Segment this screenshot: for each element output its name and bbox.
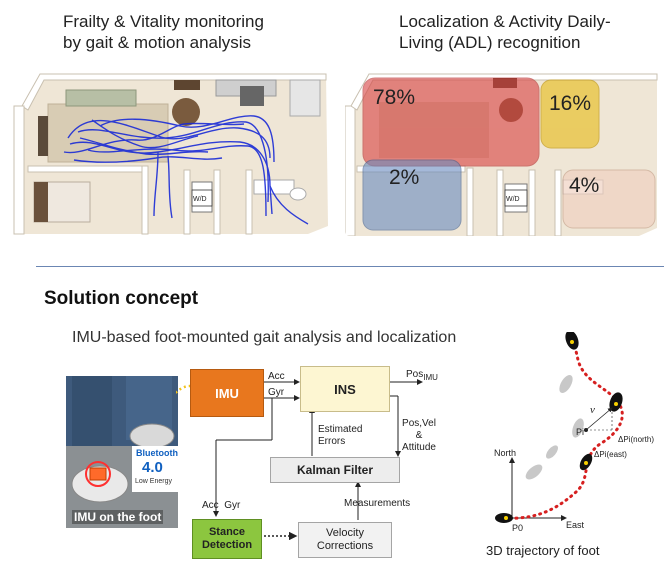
ins-box-label: INS: [334, 381, 356, 397]
floorplan-zones-image: 78% 16% 2% 4% W/D: [345, 66, 659, 236]
stance-detection-box: Stance Detection: [192, 519, 262, 559]
imu-box: IMU: [190, 369, 264, 417]
delta-east-label: ΔPi(east): [594, 450, 627, 459]
foot-photo-caption: IMU on the foot: [72, 510, 164, 524]
floorplan-gait-image: W/D: [8, 66, 330, 236]
north-label: North: [494, 448, 517, 458]
wd-label-right: W/D: [506, 196, 520, 203]
trajectory-caption: 3D trajectory of foot: [486, 543, 600, 558]
gyr-label: Gyr: [268, 387, 285, 398]
left-title-line1: Frailty & Vitality monitoring: [63, 12, 264, 31]
pos-imu-text: Pos: [406, 369, 424, 380]
right-title-line2: Living (ADL) recognition: [399, 33, 581, 52]
velocity-corrections-label: Velocity Corrections: [316, 527, 374, 552]
foot-photo: Bluetooth 4.0 Low Energy IMU on the foot: [66, 376, 178, 528]
zone-bedroom-percent: 2%: [389, 166, 420, 189]
east-label: East: [566, 520, 585, 530]
bluetooth-brand: Bluetooth: [136, 448, 178, 458]
imu-box-label: IMU: [215, 385, 239, 401]
floorplan-gait-svg: [13, 73, 328, 235]
left-title: Frailty & Vitality monitoring by gait & …: [63, 11, 323, 53]
floorplan-zones-svg: [345, 73, 658, 236]
estimated-errors-label: Estimated Errors: [318, 424, 362, 448]
bluetooth-note: Low Energy: [135, 478, 172, 485]
acc-gyr-label: Acc Gyr: [202, 500, 241, 511]
bluetooth-badge: Bluetooth 4.0 Low Energy: [132, 446, 178, 492]
zone-bathroom-percent: 4%: [569, 174, 600, 197]
pos-vel-amp: &: [415, 430, 423, 441]
right-title: Localization & Activity Daily- Living (A…: [399, 11, 661, 53]
trajectory-diagram: [495, 332, 624, 523]
pos-imu-label: PosIMU: [406, 369, 438, 384]
delta-north-label: ΔPi(north): [618, 435, 655, 444]
pos-imu-subscript: IMU: [423, 373, 438, 382]
wd-label-left: W/D: [193, 196, 207, 203]
zone-kitchen-percent: 16%: [549, 92, 592, 115]
errors-line: Errors: [318, 436, 346, 447]
velocity-corrections-box: Velocity Corrections: [298, 522, 392, 558]
kalman-filter-label: Kalman Filter: [296, 463, 374, 477]
right-title-line1: Localization & Activity Daily-: [399, 12, 611, 31]
solution-heading: Solution concept: [44, 288, 199, 309]
block-diagram: [176, 379, 423, 541]
zone-living-percent: 78%: [373, 86, 416, 109]
pi-label: Pi: [576, 427, 585, 437]
pos-vel-line: Pos,Vel: [402, 418, 436, 429]
estimated-line: Estimated: [318, 424, 363, 435]
grey-footprints: [525, 374, 584, 480]
acc-label: Acc: [268, 371, 285, 382]
velocity-vector-label: v: [590, 404, 595, 416]
measurements-label: Measurements: [344, 498, 411, 509]
bluetooth-version: 4.0: [142, 459, 163, 476]
trajectory-path: [502, 338, 624, 520]
section-divider: [36, 266, 664, 267]
ins-box: INS: [300, 366, 390, 412]
pos-vel-attitude: Attitude: [402, 442, 436, 453]
left-title-line2: by gait & motion analysis: [63, 33, 252, 52]
kalman-filter-box: Kalman Filter: [270, 457, 400, 483]
p0-label: P0: [512, 523, 524, 533]
foot-photo-svg: [66, 376, 178, 528]
pos-vel-attitude-label: Pos,Vel & Attitude: [396, 418, 442, 454]
stance-detection-label: Stance Detection: [201, 526, 253, 551]
solution-subheading: IMU-based foot-mounted gait analysis and…: [72, 329, 457, 346]
tracked-footprints: [495, 332, 623, 523]
imu-link-dotted: [176, 384, 191, 395]
